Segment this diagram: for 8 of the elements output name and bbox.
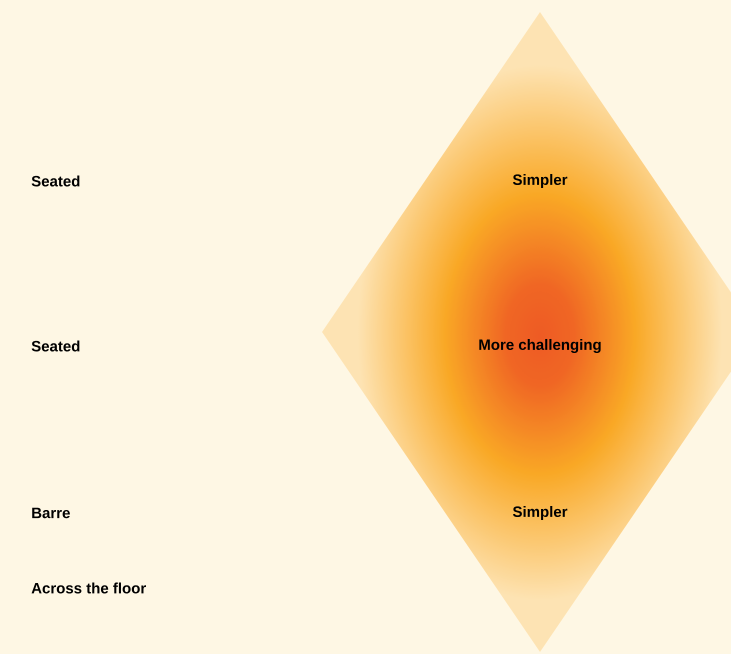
row-label: Seated	[32, 176, 80, 186]
row-label: Barre	[32, 508, 70, 518]
diamond-label: More challenging	[479, 338, 601, 354]
row-label: Across the floor	[32, 582, 146, 594]
node-text: Simpler More challenging Simpler	[479, 174, 601, 520]
diamond-label: Simpler	[512, 506, 568, 520]
diamond-label: Simpler	[512, 174, 568, 188]
row-label: Seated	[32, 340, 80, 352]
